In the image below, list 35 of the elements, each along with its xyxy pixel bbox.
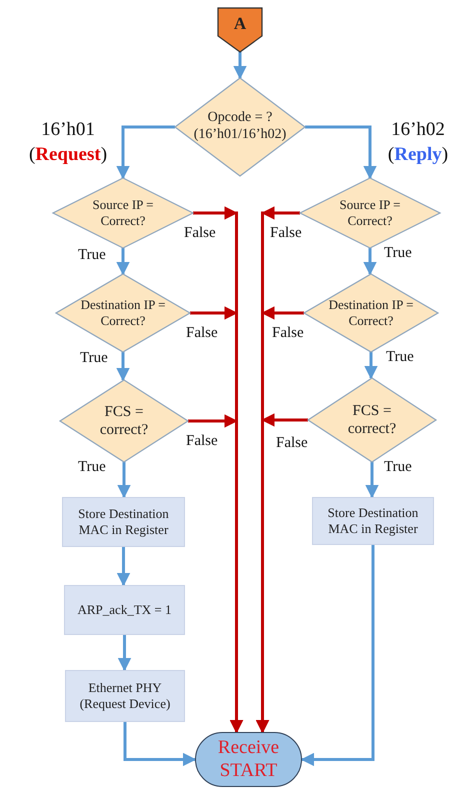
arrow <box>233 52 247 80</box>
arrow <box>188 414 244 732</box>
process-box: Store Destination MAC in Register <box>312 497 434 545</box>
arrow <box>256 414 308 732</box>
edge-label: False <box>272 324 304 343</box>
decision-diamond: Source IP = Correct? <box>300 178 440 248</box>
edge-label: True <box>80 349 108 368</box>
edge-label: True <box>78 246 106 265</box>
arrow <box>364 352 378 380</box>
edge-label: False <box>186 432 218 451</box>
arrow <box>116 126 175 180</box>
decision-diamond: Opcode = ? (16’h01/16’h02) <box>175 78 305 176</box>
arrow <box>116 248 130 276</box>
decision-diamond: FCS = correct? <box>308 378 436 462</box>
arrow <box>300 545 374 766</box>
edge-label: False <box>276 434 308 453</box>
terminal-box: Receive START <box>195 732 302 787</box>
edge-label: 16’h01 (Request) <box>28 118 108 167</box>
arrow <box>118 635 132 672</box>
decision-diamond: Destination IP = Correct? <box>304 274 438 352</box>
arrow <box>363 248 377 276</box>
arrow <box>116 352 130 382</box>
arrow <box>124 722 196 766</box>
edge-label: 16’h02 (Reply) <box>386 118 450 167</box>
process-box: Store Destination MAC in Register <box>62 497 185 547</box>
process-box: ARP_ack_TX = 1 <box>64 585 185 635</box>
edge-label: False <box>270 224 302 243</box>
arrow <box>117 462 131 498</box>
connector-pentagon: A <box>218 8 262 52</box>
edge-label: False <box>184 224 216 243</box>
decision-diamond: FCS = correct? <box>60 380 188 462</box>
arrow <box>305 126 377 180</box>
arrow <box>116 547 130 586</box>
arrow <box>365 462 379 498</box>
process-box: Ethernet PHY (Request Device) <box>65 670 185 722</box>
